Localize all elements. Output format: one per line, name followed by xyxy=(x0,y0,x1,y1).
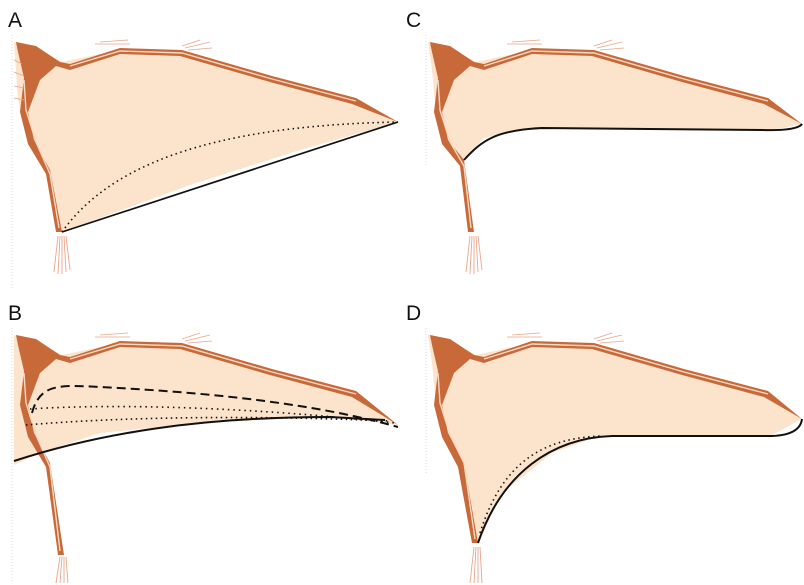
wing-diagram-a xyxy=(0,0,402,292)
wing-diagram-c xyxy=(402,0,804,292)
foot xyxy=(466,236,482,274)
finger-claws xyxy=(95,333,212,343)
panel-c: C xyxy=(402,0,804,292)
finger-claws xyxy=(507,40,624,50)
wing-diagram-b xyxy=(0,293,402,585)
finger-claws xyxy=(507,333,624,343)
panel-b: B xyxy=(0,293,402,585)
foot xyxy=(470,547,482,583)
panel-a: A xyxy=(0,0,402,292)
wing-membrane xyxy=(428,335,802,543)
wing-membrane xyxy=(14,42,398,232)
wing-diagram-d xyxy=(402,293,804,585)
foot xyxy=(56,557,68,583)
panel-d: D xyxy=(402,293,804,585)
foot xyxy=(54,236,70,274)
